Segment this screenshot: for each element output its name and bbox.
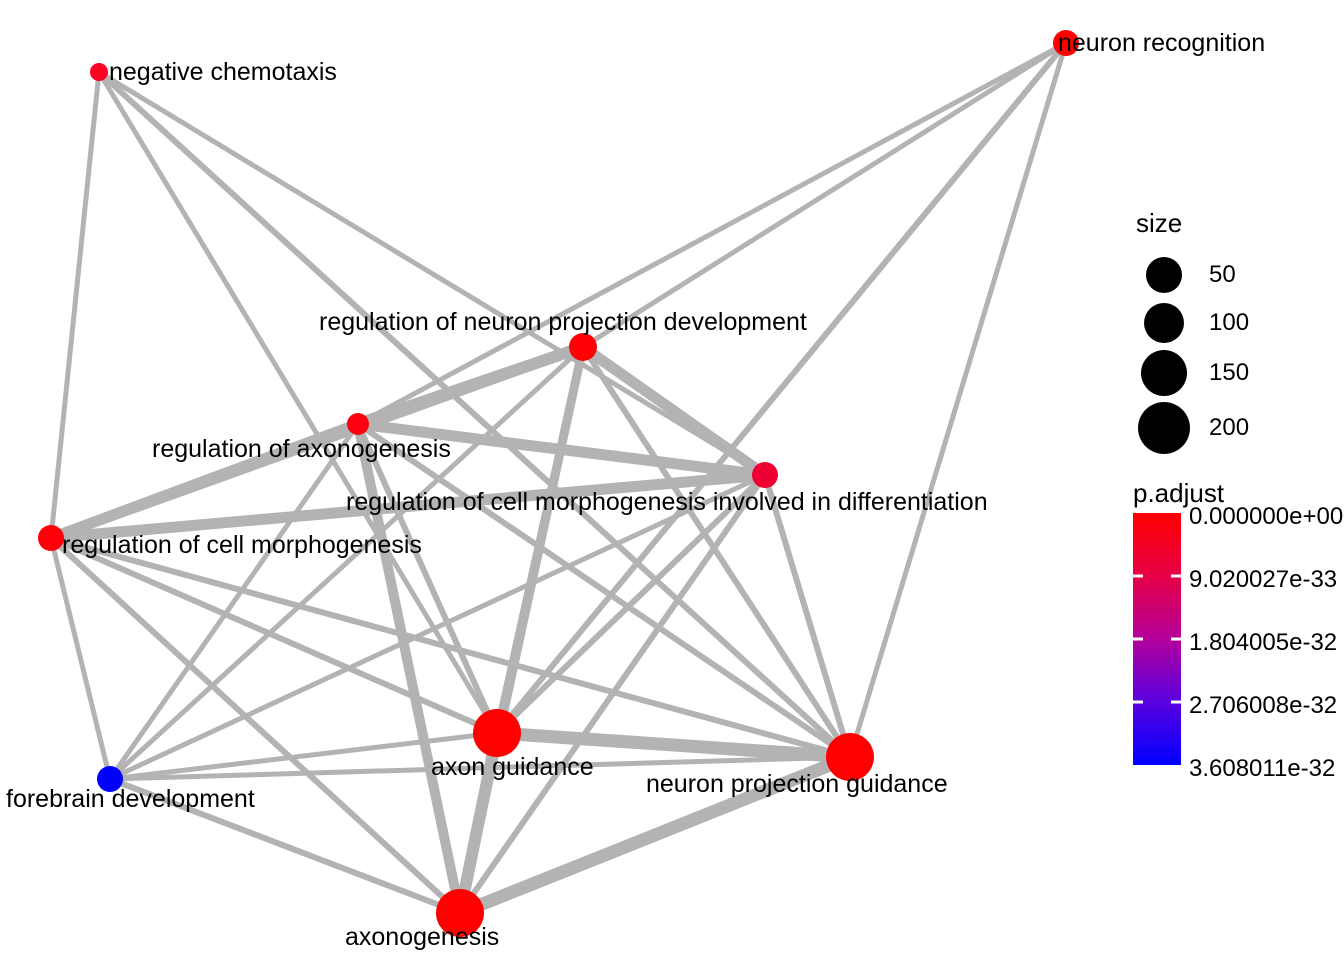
network-edge — [762, 474, 853, 758]
network-edge — [109, 730, 498, 782]
legend-size-swatch-200 — [1138, 402, 1190, 454]
colorbar-tick-mark — [1133, 574, 1143, 578]
legend-colorbar-title: p.adjust — [1133, 478, 1225, 508]
network-edge — [108, 472, 767, 782]
legend-colorbar-label-4: 3.608011e-32 — [1189, 755, 1336, 782]
network-edge — [48, 535, 463, 916]
network-edge — [356, 40, 1068, 427]
network-edge — [49, 418, 360, 544]
network-node-regulation-of-neuron-projection-development[interactable] — [569, 333, 597, 361]
legend-colorbar-label-0: 0.000000e+00 — [1189, 503, 1344, 530]
network-edge — [107, 422, 361, 781]
network-edge — [48, 71, 102, 539]
colorbar-tick-mark — [1171, 700, 1181, 704]
node-label-regulation-of-neuron-projection-development: regulation of neuron projection developm… — [319, 308, 807, 336]
network-edge — [457, 750, 853, 920]
legend-size-swatches — [1138, 257, 1190, 454]
network-node-forebrain-development[interactable] — [97, 766, 123, 792]
colorbar-tick-mark — [1171, 637, 1181, 641]
network-node-axonogenesis[interactable] — [436, 889, 484, 937]
node-label-neuron-recognition: neuron recognition — [1058, 29, 1266, 57]
network-edge — [357, 418, 766, 481]
legend-colorbar-label-3: 2.706008e-32 — [1189, 692, 1338, 719]
node-label-negative-chemotaxis: negative chemotaxis — [109, 58, 337, 86]
network-node-negative-chemotaxis[interactable] — [90, 63, 108, 81]
network-edge — [49, 535, 499, 736]
colorbar-tick-mark — [1171, 574, 1181, 578]
network-edge — [96, 70, 500, 735]
network-edge — [496, 726, 851, 764]
network-edge — [457, 473, 768, 915]
legend-colorbar-label-2: 1.804005e-32 — [1189, 629, 1338, 656]
node-layer — [38, 30, 1079, 937]
colorbar-tick-mark — [1133, 700, 1143, 704]
node-label-forebrain-development: forebrain development — [6, 785, 255, 813]
network-edge — [97, 69, 767, 478]
network-edge — [50, 469, 766, 544]
legend-colorbar — [1133, 513, 1181, 765]
node-label-regulation-of-cell-morphogenesis-involved-in-differentiation: regulation of cell morphogenesis involve… — [346, 488, 988, 516]
network-edge — [454, 731, 503, 915]
node-label-regulation-of-axonogenesis: regulation of axonogenesis — [152, 435, 451, 463]
legend-size-swatch-150 — [1141, 350, 1187, 396]
node-label-regulation-of-cell-morphogenesis: regulation of cell morphogenesis — [62, 531, 422, 559]
network-edge — [579, 342, 769, 480]
network-edge — [356, 421, 852, 760]
node-label-axonogenesis: axonogenesis — [345, 923, 500, 951]
network-edge — [847, 42, 1069, 758]
network-edge — [96, 69, 853, 760]
legend-size-label-150: 150 — [1209, 359, 1250, 386]
network-node-neuron-recognition[interactable] — [1053, 30, 1079, 56]
legend-size-label-50: 50 — [1209, 261, 1236, 288]
network-node-regulation-of-cell-morphogenesis-involved-in-differentiation[interactable] — [752, 462, 778, 488]
edge-layer — [48, 40, 1069, 920]
legend-colorbar-label-1: 9.020027e-33 — [1189, 566, 1338, 593]
network-node-neuron-projection-guidance[interactable] — [826, 733, 874, 781]
legend-size-title: size — [1136, 208, 1183, 238]
network-edge — [494, 472, 768, 736]
legend-size-swatch-50 — [1146, 257, 1182, 293]
network-edge — [48, 537, 113, 780]
network-edge — [580, 345, 853, 759]
node-label-axon-guidance: axon guidance — [431, 753, 594, 781]
network-edge — [108, 345, 585, 781]
legend-size-label-200: 200 — [1209, 414, 1250, 441]
node-label-neuron-projection-guidance: neuron projection guidance — [646, 770, 948, 798]
network-edge — [109, 754, 851, 782]
network-edge — [50, 535, 851, 760]
colorbar-tick-mark — [1133, 637, 1143, 641]
network-node-axon-guidance[interactable] — [473, 709, 521, 757]
network-edge — [581, 40, 1068, 350]
network-edge — [108, 776, 462, 916]
legend-size-label-100: 100 — [1209, 309, 1250, 336]
network-node-regulation-of-axonogenesis[interactable] — [347, 413, 369, 435]
network-edge — [494, 41, 1069, 735]
network-node-regulation-of-cell-morphogenesis[interactable] — [38, 525, 64, 551]
network-edge — [355, 422, 500, 735]
legend-size-swatch-100 — [1144, 303, 1184, 343]
